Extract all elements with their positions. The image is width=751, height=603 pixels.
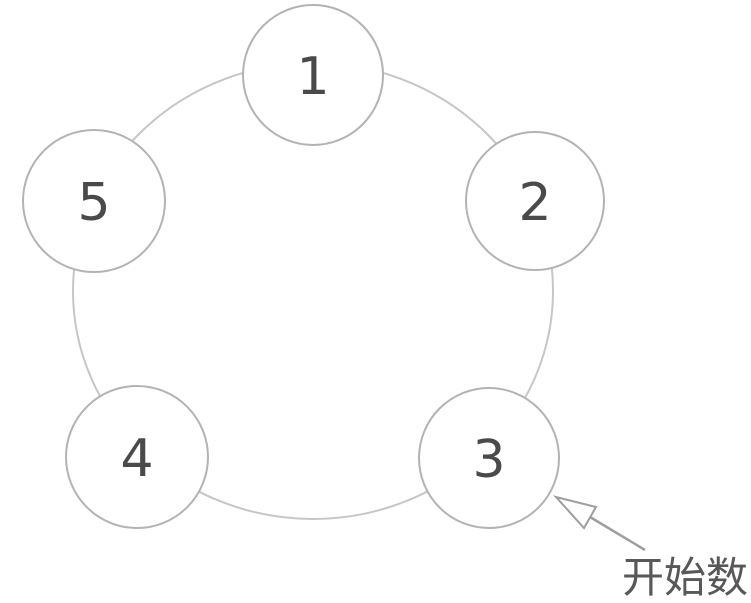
start-arrow [553, 495, 646, 552]
node-1: 1 [242, 4, 384, 146]
node-3: 3 [418, 387, 560, 529]
node-label-3: 3 [472, 430, 505, 490]
node-circle-1 [242, 4, 384, 146]
node-label-4: 4 [120, 429, 153, 489]
node-circle-2 [465, 131, 605, 271]
node-label-5: 5 [77, 173, 110, 233]
arrow-head-icon [553, 495, 598, 530]
node-2: 2 [465, 131, 605, 271]
node-circle-4 [65, 385, 209, 529]
node-circle-3 [418, 387, 560, 529]
node-4: 4 [65, 385, 209, 529]
node-label-2: 2 [518, 173, 551, 233]
node-5: 5 [22, 129, 166, 273]
node-label-1: 1 [296, 47, 329, 107]
node-circle-5 [22, 129, 166, 273]
arrow-shaft [589, 515, 646, 552]
annotation-start-label: 开始数 [622, 553, 748, 602]
